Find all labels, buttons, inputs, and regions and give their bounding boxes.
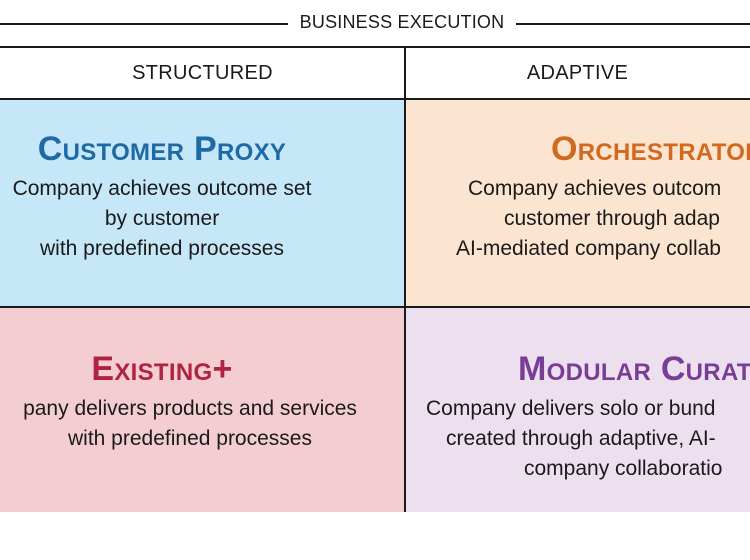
- description-line: with predefined processes: [40, 237, 284, 260]
- quadrant-title: Customer Proxy: [37, 130, 287, 168]
- column-header-adaptive: ADAPTIVE: [405, 48, 750, 100]
- description-line: company collaboratio: [524, 457, 723, 480]
- description-line: created through adaptive, AI-: [446, 427, 716, 450]
- description-line: by customer: [104, 207, 220, 230]
- header-rule-left: [0, 23, 288, 25]
- description-line: Company delivers solo or bund: [426, 397, 716, 420]
- quadrant-description: Company achieves outcom customer through…: [406, 174, 750, 264]
- header-rule-right: [516, 23, 750, 25]
- quadrant-orchestrator: Orchestrator Company achieves outcom cus…: [406, 100, 750, 306]
- quadrant-modular-curator: Modular Curat Company delivers solo or b…: [406, 308, 750, 512]
- description-line: customer through adap: [504, 207, 720, 230]
- quadrant-customer-proxy: Customer Proxy Company achieves outcome …: [0, 100, 404, 306]
- quadrant-title: Orchestrator: [551, 130, 750, 168]
- quadrant-title: Modular Curat: [518, 350, 750, 388]
- quadrant-description: Company achieves outcome set by customer…: [0, 174, 364, 264]
- description-line: pany delivers products and services: [23, 397, 357, 420]
- description-line: Company achieves outcom: [468, 177, 722, 200]
- page-title: BUSINESS EXECUTION: [299, 12, 505, 32]
- description-line: AI-mediated company collab: [456, 237, 721, 260]
- column-divider: [404, 48, 406, 512]
- quadrant-existing-plus: Existing+ pany delivers products and ser…: [0, 308, 404, 512]
- description-line: Company achieves outcome set: [12, 177, 312, 200]
- row-divider: [0, 306, 750, 308]
- column-header-structured: STRUCTURED: [0, 48, 405, 100]
- quadrant-description: pany delivers products and services with…: [0, 394, 404, 454]
- description-line: with predefined processes: [68, 427, 312, 450]
- quadrant-title: Existing+: [91, 350, 233, 388]
- quadrant-description: Company delivers solo or bund created th…: [406, 394, 750, 484]
